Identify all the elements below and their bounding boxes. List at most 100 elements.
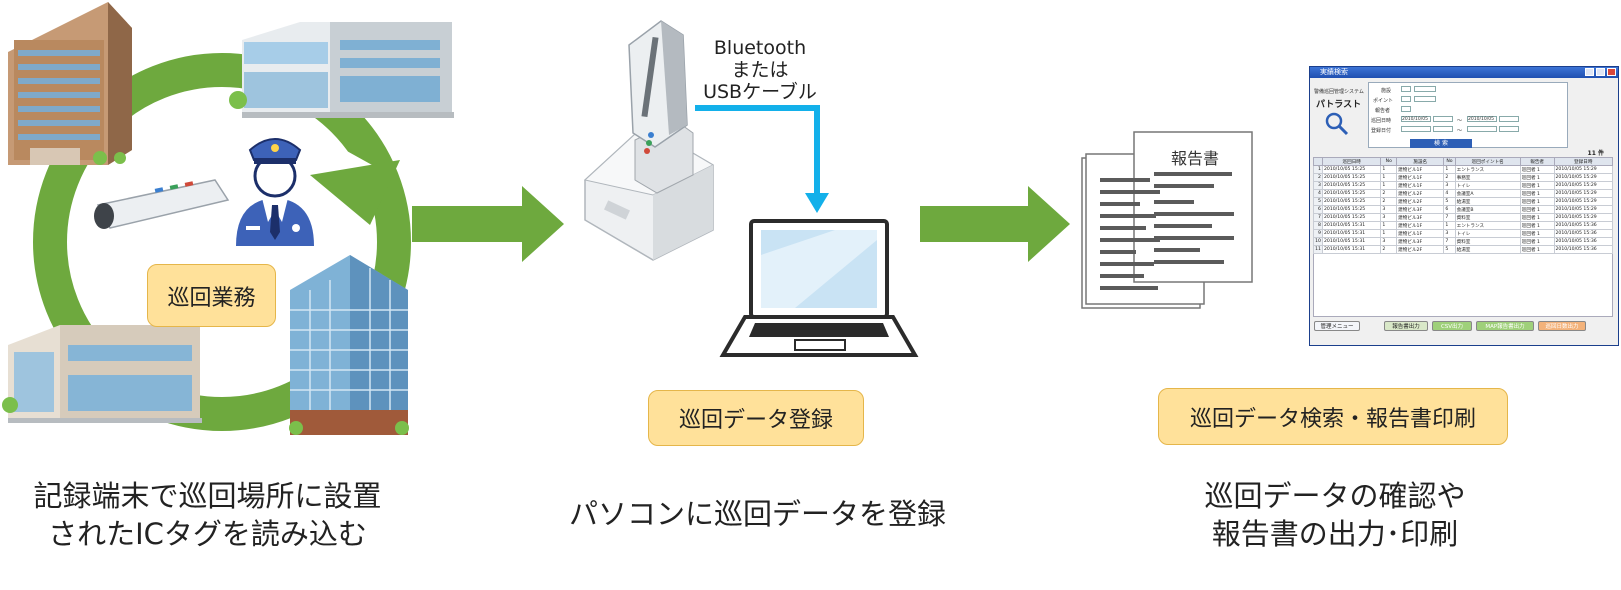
search-button[interactable]: 検 索 — [1410, 139, 1472, 148]
map-report-output-button[interactable]: MAP報告書出力 — [1476, 321, 1534, 331]
apartment-building-icon — [8, 2, 132, 165]
cell-point-no: 3 — [1443, 181, 1456, 190]
cell-reporter: 巡回者 1 — [1519, 221, 1555, 230]
row-number: 11 — [1313, 245, 1323, 254]
cell-patrol-datetime: 2010/10/05 15:25 — [1321, 181, 1382, 190]
field-registered-date-label: 登録日付 — [1371, 128, 1392, 134]
reader-cradle-icon — [583, 20, 715, 261]
magnifier-icon — [1325, 112, 1349, 136]
cell-facility-name: 建物ビル1F — [1396, 221, 1445, 230]
table-header-row: 巡回日時 No 施設名 No 巡回ポイント名 報告者 登録日時 — [1313, 157, 1613, 166]
col-patrol-datetime[interactable]: 巡回日時 — [1321, 157, 1382, 166]
registered-time-from-input[interactable] — [1433, 126, 1453, 132]
patrol-date-to-input[interactable]: 2010/10/05 — [1467, 116, 1497, 122]
row-number: 7 — [1313, 213, 1323, 222]
close-icon[interactable] — [1607, 68, 1616, 76]
cell-facility-name: 建物ビル3F — [1396, 237, 1445, 246]
connection-line — [695, 105, 829, 213]
cell-point-name: 会議室A — [1454, 189, 1521, 198]
range-separator: ～ — [1457, 118, 1463, 124]
registered-date-to-input[interactable] — [1467, 126, 1497, 132]
patrol-cycle-illustration — [2, 2, 454, 435]
cell-registered-datetime: 2010/10/05 15:29 — [1553, 165, 1613, 174]
window-title: 実績検索 — [1320, 68, 1348, 76]
cell-point-name: 給湯室 — [1454, 245, 1521, 254]
row-number: 10 — [1313, 237, 1323, 246]
col-point-name[interactable]: 巡回ポイント名 — [1454, 157, 1521, 166]
data-registration-label: 巡回データ登録 — [648, 390, 864, 446]
csv-output-button[interactable]: CSV出力 — [1432, 321, 1472, 331]
row-number: 4 — [1313, 189, 1323, 198]
cell-facility-no: 3 — [1380, 205, 1398, 214]
cell-reporter: 巡回者 1 — [1519, 213, 1555, 222]
cell-facility-no: 2 — [1380, 189, 1398, 198]
record-search-window: 実績検索 警備巡回管理システム パトラスト 施設 ポイント 報告者 巡回日時 2… — [1309, 66, 1619, 346]
cell-registered-datetime: 2010/10/05 15:29 — [1553, 205, 1613, 214]
report-output-button[interactable]: 報告書出力 — [1384, 321, 1428, 331]
cell-patrol-datetime: 2010/10/05 15:25 — [1321, 165, 1382, 174]
cell-registered-datetime: 2010/10/05 15:29 — [1553, 181, 1613, 190]
point-input[interactable] — [1414, 96, 1436, 102]
bluetooth-text: Bluetooth — [713, 37, 807, 59]
field-patrol-datetime-label: 巡回日時 — [1371, 118, 1392, 124]
registered-time-to-input[interactable] — [1499, 126, 1519, 132]
laptop-icon — [719, 219, 919, 357]
col-point-no[interactable]: No — [1443, 157, 1456, 166]
cell-reporter: 巡回者 1 — [1519, 237, 1555, 246]
cell-reporter: 巡回者 1 — [1519, 173, 1555, 182]
cell-facility-name: 建物ビル1F — [1396, 165, 1445, 174]
facility-lookup-button[interactable] — [1401, 86, 1411, 92]
cell-reporter: 巡回者 1 — [1519, 189, 1555, 198]
cell-facility-no: 2 — [1380, 245, 1398, 254]
maximize-icon[interactable] — [1596, 68, 1605, 76]
cell-point-no: 4 — [1443, 189, 1456, 198]
facility-input[interactable] — [1414, 86, 1436, 92]
row-number: 2 — [1313, 173, 1323, 182]
cell-facility-no: 1 — [1380, 181, 1398, 190]
flow-arrow-2 — [920, 186, 1070, 262]
step3-caption-line1: 巡回データの確認や — [1204, 479, 1466, 513]
cell-facility-no: 1 — [1380, 165, 1398, 174]
store-building-icon — [2, 325, 202, 423]
cell-reporter: 巡回者 1 — [1519, 229, 1555, 238]
cell-point-no: 2 — [1443, 173, 1456, 182]
data-registration-label-text: 巡回データ登録 — [678, 408, 833, 433]
office-building-icon — [229, 22, 454, 118]
col-registered-datetime[interactable]: 登録日時 — [1553, 157, 1613, 166]
cell-point-no: 6 — [1443, 205, 1456, 214]
point-lookup-button[interactable] — [1401, 96, 1411, 102]
cell-registered-datetime: 2010/10/05 15:36 — [1553, 237, 1613, 246]
col-facility-no[interactable]: No — [1380, 157, 1398, 166]
cell-patrol-datetime: 2010/10/05 15:31 — [1321, 221, 1382, 230]
cell-facility-no: 1 — [1380, 221, 1398, 230]
result-count: 11 件 — [1587, 150, 1604, 157]
cycle-ring — [33, 53, 411, 431]
management-menu-button[interactable]: 管理メニュー — [1314, 321, 1360, 331]
cell-patrol-datetime: 2010/10/05 15:31 — [1321, 245, 1382, 254]
reporter-lookup-button[interactable] — [1401, 106, 1411, 112]
cell-reporter: 巡回者 1 — [1519, 197, 1555, 206]
minimize-icon[interactable] — [1585, 68, 1594, 76]
row-number: 1 — [1313, 165, 1323, 174]
col-facility-name[interactable]: 施設名 — [1396, 157, 1445, 166]
col-reporter[interactable]: 報告者 — [1519, 157, 1555, 166]
registered-date-from-input[interactable] — [1401, 126, 1431, 132]
patrol-days-output-button[interactable]: 巡回日数出力 — [1538, 321, 1586, 331]
patrol-time-to-input[interactable] — [1499, 116, 1519, 122]
cell-reporter: 巡回者 1 — [1519, 245, 1555, 254]
range-separator-2: ～ — [1457, 128, 1463, 134]
patrol-date-from-input[interactable]: 2010/10/05 — [1401, 116, 1431, 122]
patrol-time-from-input[interactable] — [1433, 116, 1453, 122]
